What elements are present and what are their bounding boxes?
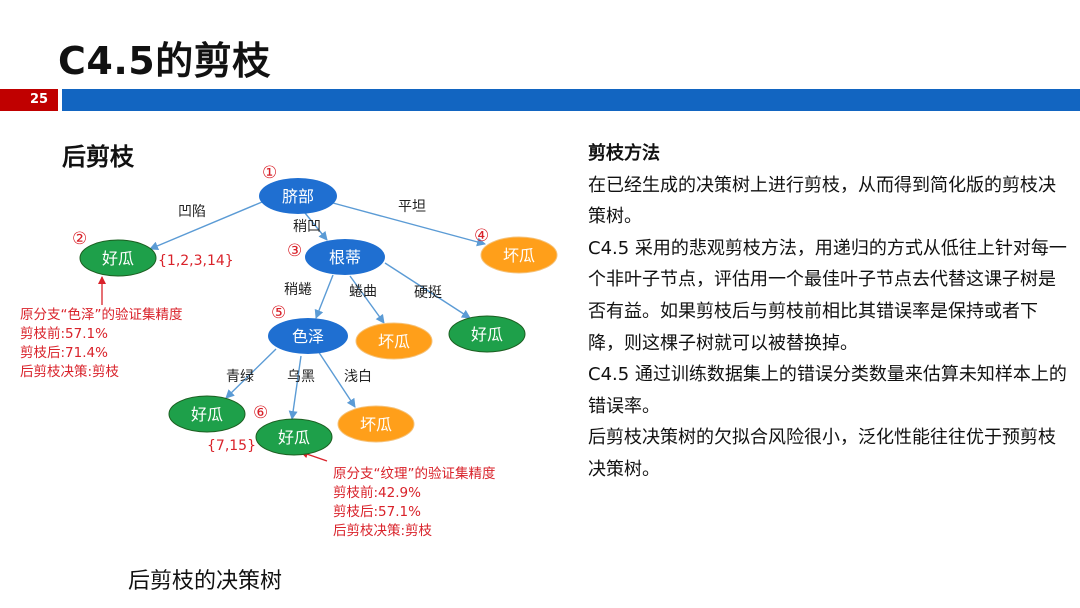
annotation-color-branch: 原分支“色泽”的验证集精度 剪枝前:57.1% 剪枝后:71.4% 后剪枝决策:… xyxy=(20,306,183,380)
page-header-bar: 25 xyxy=(0,89,1080,111)
sample-set-n2: {1,2,3,14} xyxy=(158,253,234,269)
paragraph-3: C4.5 通过训练数据集上的错误分类数量来估算未知样本上的错误率。 xyxy=(588,364,1067,417)
header-stripe xyxy=(62,89,1080,111)
node-root-label: 脐部 xyxy=(282,187,314,206)
marker-6: ⑥ xyxy=(253,403,268,423)
node-root: 脐部 xyxy=(259,178,337,214)
edge-n5-left xyxy=(225,348,277,399)
paragraph-4: 后剪枝决策树的欠拟合风险很小，泛化性能往往优于预剪枝决策树。 xyxy=(588,427,1056,480)
node-n5-left: 好瓜 xyxy=(168,395,246,433)
edge-label-root-right: 平坦 xyxy=(398,199,426,215)
diagram-caption: 后剪枝的决策树 xyxy=(128,569,283,594)
marker-5: ⑤ xyxy=(271,303,286,323)
annotation1-line-3: 剪枝后:71.4% xyxy=(20,345,108,361)
edge-n3-left xyxy=(314,274,334,319)
annotation2-line-3: 剪枝后:57.1% xyxy=(333,504,421,520)
node-n5-left-label: 好瓜 xyxy=(191,405,223,424)
node-n2: 好瓜 xyxy=(79,239,157,277)
page-number-block xyxy=(0,89,58,111)
annotation1-line-1: 原分支“色泽”的验证集精度 xyxy=(20,306,183,323)
annotation-texture-branch: 原分支“纹理”的验证集精度 剪枝前:42.9% 剪枝后:57.1% 后剪枝决策:… xyxy=(333,466,496,539)
pruning-method-panel: 剪枝方法 在已经生成的决策树上进行剪枝，从而得到简化版的剪枝决策树。 C4.5 … xyxy=(588,138,1068,486)
edge-label-n3-right: 硬挺 xyxy=(414,285,442,301)
edge-label-n5-right: 浅白 xyxy=(344,369,372,385)
paragraph-2: C4.5 采用的悲观剪枝方法，用递归的方式从低往上针对每一个非叶子节点，评估用一… xyxy=(588,237,1067,354)
node-n5-right-label: 坏瓜 xyxy=(360,415,392,434)
edge-label-n3-left: 稍蜷 xyxy=(284,282,312,298)
edge-label-n5-left: 青绿 xyxy=(226,369,254,385)
edge-label-n3-mid: 蜷曲 xyxy=(349,284,377,300)
edge-n3-right xyxy=(384,262,471,319)
node-n3: 根蒂 xyxy=(305,239,385,275)
section-subtitle: 后剪枝 xyxy=(62,143,134,171)
page-number: 25 xyxy=(30,92,49,107)
edge-label-root-left: 凹陷 xyxy=(178,204,206,220)
edge-label-root-mid: 稍凹 xyxy=(293,219,321,235)
edge-n3-mid xyxy=(349,275,385,324)
annotation2-line-4: 后剪枝决策:剪枝 xyxy=(333,522,433,539)
node-n6-label: 好瓜 xyxy=(278,428,310,447)
node-n3-mid: 坏瓜 xyxy=(355,322,433,360)
node-n2-label: 好瓜 xyxy=(102,249,134,268)
marker-2: ② xyxy=(72,229,87,249)
edge-root-mid xyxy=(304,212,328,241)
node-n3-label: 根蒂 xyxy=(329,248,361,267)
sample-set-n6: {7,15} xyxy=(207,438,256,454)
edge-label-n5-mid: 乌黑 xyxy=(287,369,315,385)
node-n3-right: 好瓜 xyxy=(448,315,526,353)
node-n4: 坏瓜 xyxy=(480,236,558,274)
node-n3-right-label: 好瓜 xyxy=(471,325,503,344)
edge-root-left xyxy=(149,201,263,251)
edge-n5-mid xyxy=(288,355,302,420)
marker-4: ④ xyxy=(474,226,489,246)
edge-root-right xyxy=(332,202,486,247)
marker-1: ① xyxy=(262,163,277,183)
annotation1-line-2: 剪枝前:57.1% xyxy=(20,325,108,342)
node-n5-label: 色泽 xyxy=(292,327,324,346)
annotation2-line-1: 原分支“纹理”的验证集精度 xyxy=(333,466,496,482)
annotation1-line-4: 后剪枝决策:剪枝 xyxy=(20,363,120,380)
node-n3-mid-label: 坏瓜 xyxy=(378,332,410,351)
node-n6: 好瓜 xyxy=(255,418,333,456)
annotation2-line-2: 剪枝前:42.9% xyxy=(333,484,421,501)
page-title: C4.5的剪枝 xyxy=(58,39,271,83)
paragraph-1: 在已经生成的决策树上进行剪枝，从而得到简化版的剪枝决策树。 xyxy=(588,174,1056,228)
node-n5: 色泽 xyxy=(268,318,348,354)
edge-n5-right xyxy=(317,350,356,408)
pruning-method-heading: 剪枝方法 xyxy=(588,143,660,164)
node-n4-label: 坏瓜 xyxy=(503,246,535,265)
marker-3: ③ xyxy=(287,241,302,261)
node-n5-right: 坏瓜 xyxy=(337,405,415,443)
